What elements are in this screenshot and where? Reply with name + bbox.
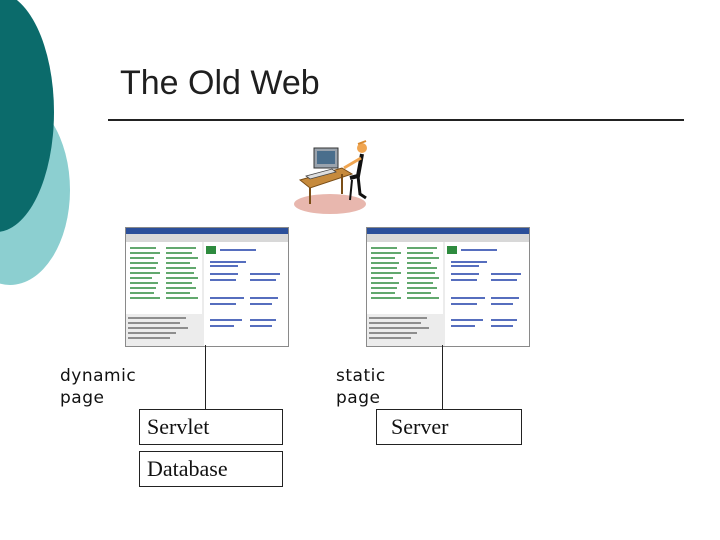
servlet-box: Servlet	[139, 409, 283, 445]
dynamic-page-label: dynamic page	[60, 366, 137, 408]
browser-screenshot-icon	[367, 228, 529, 346]
connector-right	[442, 345, 443, 409]
browser-screenshot-right	[366, 227, 530, 347]
person-at-computer-icon	[294, 140, 367, 214]
teal-decoration	[0, 0, 70, 285]
server-box: Server	[376, 409, 522, 445]
slide-title: The Old Web	[120, 64, 320, 102]
title-underline	[108, 119, 684, 121]
connector-left	[205, 345, 206, 409]
static-page-label: static page	[336, 366, 386, 408]
database-box: Database	[139, 451, 283, 487]
browser-screenshot-left	[125, 227, 289, 347]
browser-screenshot-icon	[126, 228, 288, 346]
